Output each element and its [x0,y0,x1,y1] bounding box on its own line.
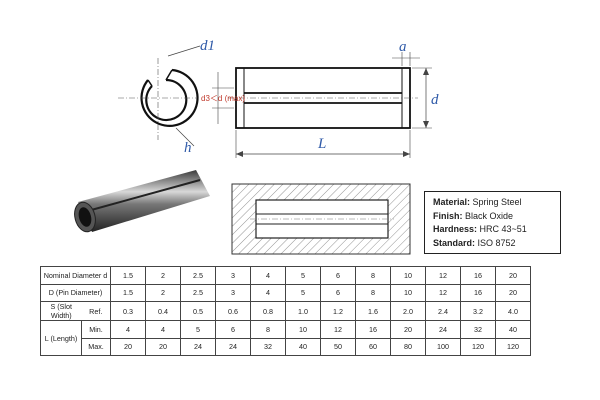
table-cell: 8 [355,266,391,285]
table-cell: 120 [460,337,496,356]
d-header: D (Pin Diameter) [40,283,111,302]
table-cell: 1.6 [355,301,391,321]
table-cell: 5 [180,320,216,339]
table-cell: 0.8 [250,301,286,321]
table-cell: 8 [250,320,286,339]
technical-drawing: d1 h d3＜d (max) a d L [74,38,439,255]
table-cell: 40 [495,320,531,339]
table-cell: 0.4 [145,301,181,321]
table-cell: 6 [320,283,356,302]
table-cell: 2 [145,266,181,285]
table-cell: 3.2 [460,301,496,321]
table-cell: 40 [285,337,321,356]
table-cell: 24 [215,337,251,356]
table-cell: 120 [495,337,531,356]
table-cell: 2.5 [180,266,216,285]
table-cell: 0.3 [110,301,146,321]
table-cell: 5 [285,266,321,285]
table-cell: 20 [145,337,181,356]
table-cell: 1.5 [110,283,146,302]
nominal-header: Nominal Diameter d [40,266,111,285]
table-cell: 3 [215,266,251,285]
finish-label: Finish: [433,210,463,221]
s-ref-label: Ref. [81,301,111,321]
table-row-s: S (Slot Width) Ref. 0.3 0.4 0.5 0.6 0.8 … [40,301,531,321]
min-label: Min. [81,320,111,339]
l-header: L (Length) [40,320,82,356]
hardness-value: HRC 43~51 [479,224,527,234]
dimension-table: Nominal Diameter d 1.5 2 2.5 3 4 5 6 8 1… [40,266,531,356]
a-label: a [399,39,407,55]
end-view [118,45,201,147]
table-cell: 10 [390,283,426,302]
d-label: d [431,92,439,108]
standard-value: ISO 8752 [477,237,516,248]
table-cell: 20 [495,283,531,302]
table-cell: 32 [250,337,286,356]
finish-value: Black Oxide [465,210,514,221]
d3-label: d3＜d (max) [201,94,245,103]
table-cell: 16 [460,266,496,285]
table-cell: 16 [355,320,391,339]
table-cell: 4 [110,320,146,339]
table-row-d: D (Pin Diameter) 1.5 2 2.5 3 4 5 6 8 10 … [40,283,531,302]
s-header: S (Slot Width) [40,301,82,321]
pin-photo [74,170,210,233]
table-cell: 1.0 [285,301,321,321]
table-cell: 1.5 [110,266,146,285]
table-cell: 12 [320,320,356,339]
table-cell: 6 [320,266,356,285]
table-cell: 0.6 [215,301,251,321]
hardness-label: Hardness: [433,224,478,234]
table-cell: 2.4 [425,301,461,321]
table-cell: 24 [425,320,461,339]
table-row-l-max: Max. 20 20 24 24 32 40 50 60 80 100 120 … [41,337,531,356]
table-cell: 60 [355,337,391,356]
section-view [231,183,411,255]
material-value: Spring Steel [472,197,522,207]
table-cell: 8 [355,283,391,302]
spec-box: Material: Spring Steel Finish: Black Oxi… [424,191,561,254]
table-cell: 12 [425,266,461,285]
table-cell: 4 [250,283,286,302]
table-row-nominal: Nominal Diameter d 1.5 2 2.5 3 4 5 6 8 1… [40,266,531,285]
table-cell: 1.2 [320,301,356,321]
table-cell: 16 [460,283,496,302]
max-label: Max. [81,337,111,356]
table-cell: 20 [495,266,531,285]
table-cell: 10 [285,320,321,339]
table-cell: 4 [250,266,286,285]
h-label: h [184,140,192,156]
L-label: L [317,136,326,152]
table-cell: 0.5 [180,301,216,321]
side-view [212,52,432,158]
table-cell: 3 [215,283,251,302]
table-cell: 6 [215,320,251,339]
standard-label: Standard: [433,237,476,248]
d1-label: d1 [200,38,215,54]
table-cell: 4 [145,320,181,339]
table-row-l-min: L (Length) Min. 4 4 5 6 8 10 12 16 20 24… [40,320,531,356]
table-cell: 50 [320,337,356,356]
table-cell: 20 [390,320,426,339]
table-cell: 100 [425,337,461,356]
table-cell: 24 [180,337,216,356]
table-cell: 4.0 [495,301,531,321]
table-cell: 2 [145,283,181,302]
table-cell: 5 [285,283,321,302]
table-cell: 12 [425,283,461,302]
table-cell: 2.0 [390,301,426,321]
table-cell: 32 [460,320,496,339]
material-label: Material: [433,197,471,207]
table-cell: 80 [390,337,426,356]
table-cell: 2.5 [180,283,216,302]
table-cell: 20 [110,337,146,356]
table-cell: 10 [390,266,426,285]
